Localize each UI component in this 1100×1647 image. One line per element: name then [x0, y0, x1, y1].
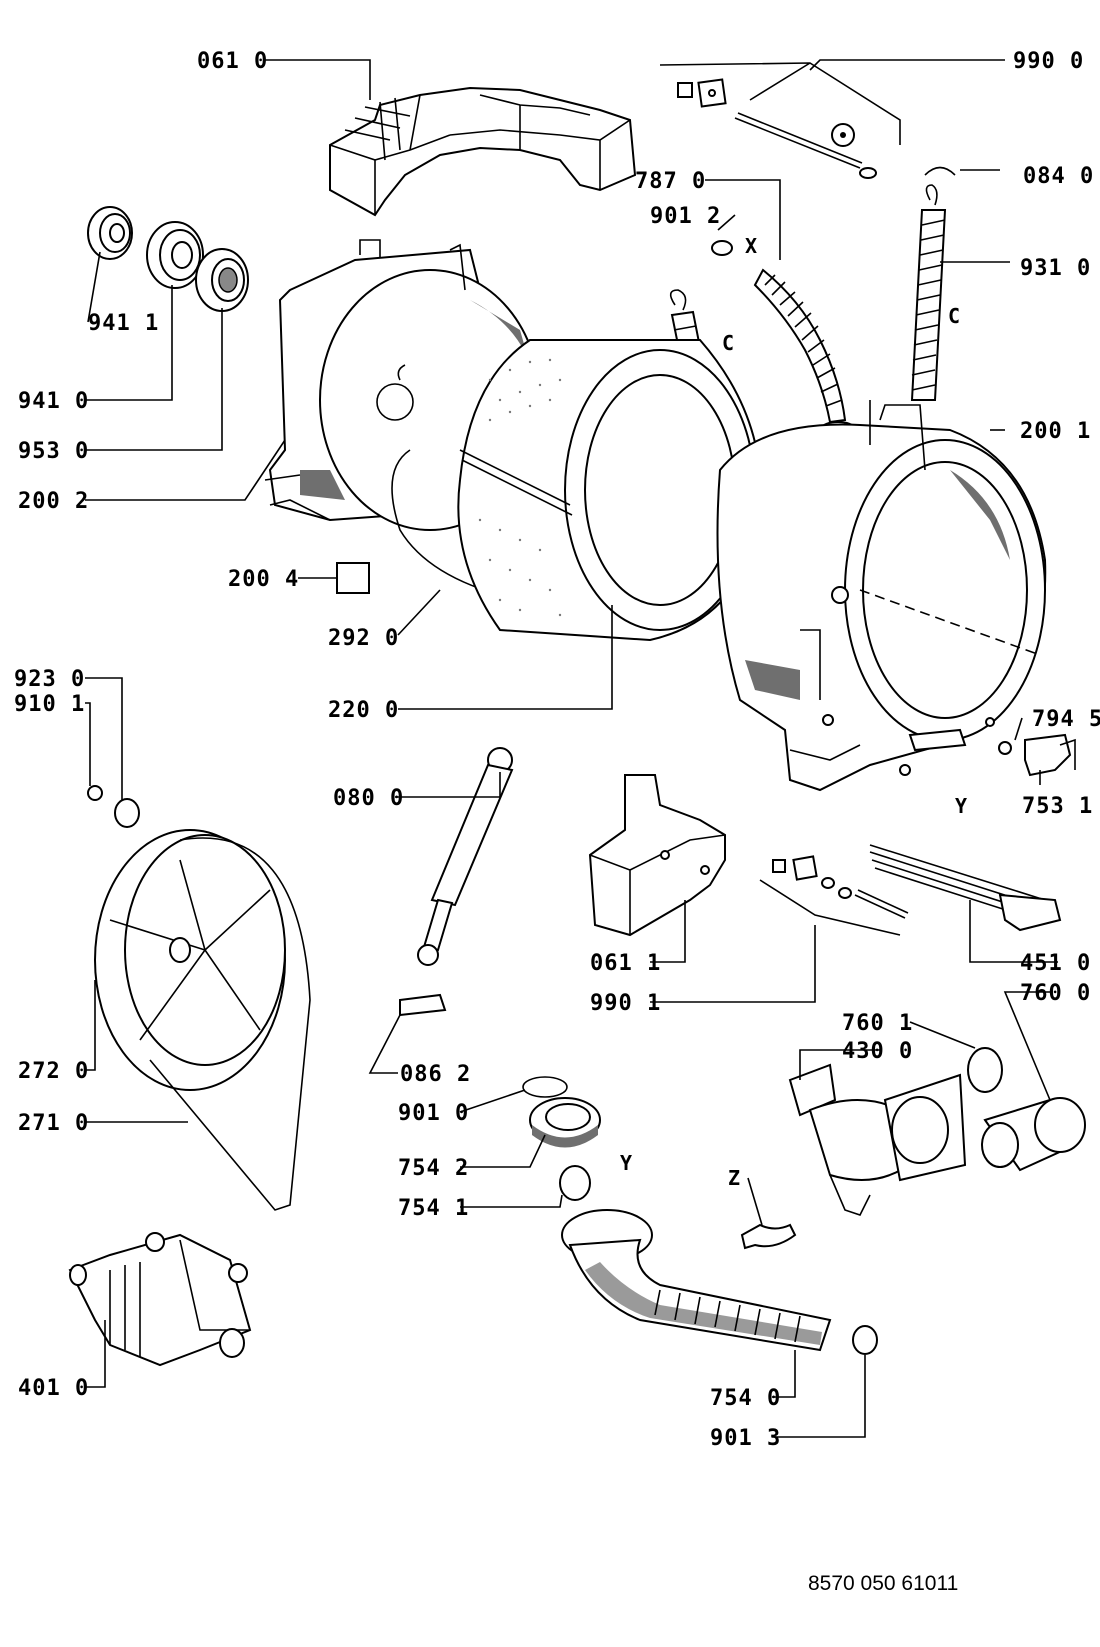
- part-hardware-set-990-0: [659, 62, 901, 179]
- label-941-0: 941 0: [18, 389, 89, 414]
- label-271-0: 271 0: [18, 1111, 89, 1136]
- part-clamp-901-0: [522, 1076, 568, 1098]
- part-sleeve-754-2: [529, 1097, 601, 1148]
- part-clamp-901-3: [852, 1325, 878, 1355]
- part-clip-200-4: [336, 562, 370, 594]
- label-061-1: 061 1: [590, 951, 661, 976]
- part-belt-271-0: [149, 837, 311, 1211]
- label-451-0: 451 0: [1020, 951, 1091, 976]
- part-counterweight-061-1: [588, 774, 726, 937]
- label-292-0: 292 0: [328, 626, 399, 651]
- part-sensor-753-1: [998, 733, 1076, 785]
- part-clip-086-2: [399, 993, 447, 1017]
- label-200-4: 200 4: [228, 567, 299, 592]
- label-200-1: 200 1: [1020, 419, 1091, 444]
- label-401-0: 401 0: [18, 1376, 89, 1401]
- label-753-1: 753 1: [1022, 794, 1093, 819]
- label-061-0: 061 0: [197, 49, 268, 74]
- part-hose-z: [740, 1223, 797, 1250]
- leader-lines: [85, 59, 1058, 1438]
- part-pulley-272-0: [94, 829, 286, 1091]
- label-953-0: 953 0: [18, 439, 89, 464]
- label-084-0: 084 0: [1023, 164, 1094, 189]
- part-pump-430-0: [788, 1063, 967, 1216]
- part-seal-953-0: [195, 248, 249, 312]
- part-ball-754-1: [559, 1165, 591, 1201]
- label-941-1: 941 1: [88, 311, 159, 336]
- document-code: 8570 050 61011: [808, 1572, 958, 1595]
- label-760-1: 760 1: [842, 1011, 913, 1036]
- label-272-0: 272 0: [18, 1059, 89, 1084]
- part-heater-451-0: [869, 844, 1062, 932]
- part-drum-220-0: [457, 339, 763, 642]
- label-794-5: 794 5: [1032, 707, 1100, 732]
- label-200-2: 200 2: [18, 489, 89, 514]
- label-931-0: 931 0: [1020, 256, 1091, 281]
- part-spring-right: [910, 184, 947, 401]
- part-seal-760-1: [967, 1047, 1003, 1093]
- label-c-middle: C: [722, 331, 734, 355]
- part-nut-910-1: [87, 785, 103, 801]
- part-shock-absorber-080-0: [417, 747, 514, 966]
- part-labels: 061 0 990 0 084 0 787 0 901 2 X 931 0 C …: [14, 49, 1100, 1451]
- part-hardware-set-990-1: [759, 855, 909, 936]
- label-901-0: 901 0: [398, 1101, 469, 1126]
- label-923-0: 923 0: [14, 667, 85, 692]
- label-080-0: 080 0: [333, 786, 404, 811]
- label-x: X: [745, 234, 757, 258]
- part-washer-923-0: [114, 798, 140, 828]
- label-430-0: 430 0: [842, 1039, 913, 1064]
- label-760-0: 760 0: [1020, 981, 1091, 1006]
- part-filter-760-0: [981, 1097, 1086, 1172]
- part-bearing-941-0: [146, 221, 204, 289]
- part-clip-084-0: [924, 166, 956, 176]
- label-754-2: 754 2: [398, 1156, 469, 1181]
- label-z: Z: [728, 1166, 740, 1190]
- part-front-tub-200-1: [716, 400, 1047, 792]
- label-754-0: 754 0: [710, 1386, 781, 1411]
- label-990-0: 990 0: [1013, 49, 1084, 74]
- label-787-0: 787 0: [635, 169, 706, 194]
- part-motor-401-0: [68, 1232, 252, 1367]
- label-901-3: 901 3: [710, 1426, 781, 1451]
- label-y-hose: Y: [620, 1151, 632, 1175]
- label-086-2: 086 2: [400, 1062, 471, 1087]
- part-drain-hose-754-0: [561, 1209, 832, 1352]
- label-910-1: 910 1: [14, 692, 85, 717]
- label-220-0: 220 0: [328, 698, 399, 723]
- part-counterweight-top: [329, 86, 637, 217]
- label-c-right: C: [948, 304, 960, 328]
- label-990-1: 990 1: [590, 991, 661, 1016]
- label-901-2: 901 2: [650, 204, 721, 229]
- label-754-1: 754 1: [398, 1196, 469, 1221]
- part-bearing-941-1: [87, 206, 133, 260]
- label-y-tub: Y: [955, 794, 967, 818]
